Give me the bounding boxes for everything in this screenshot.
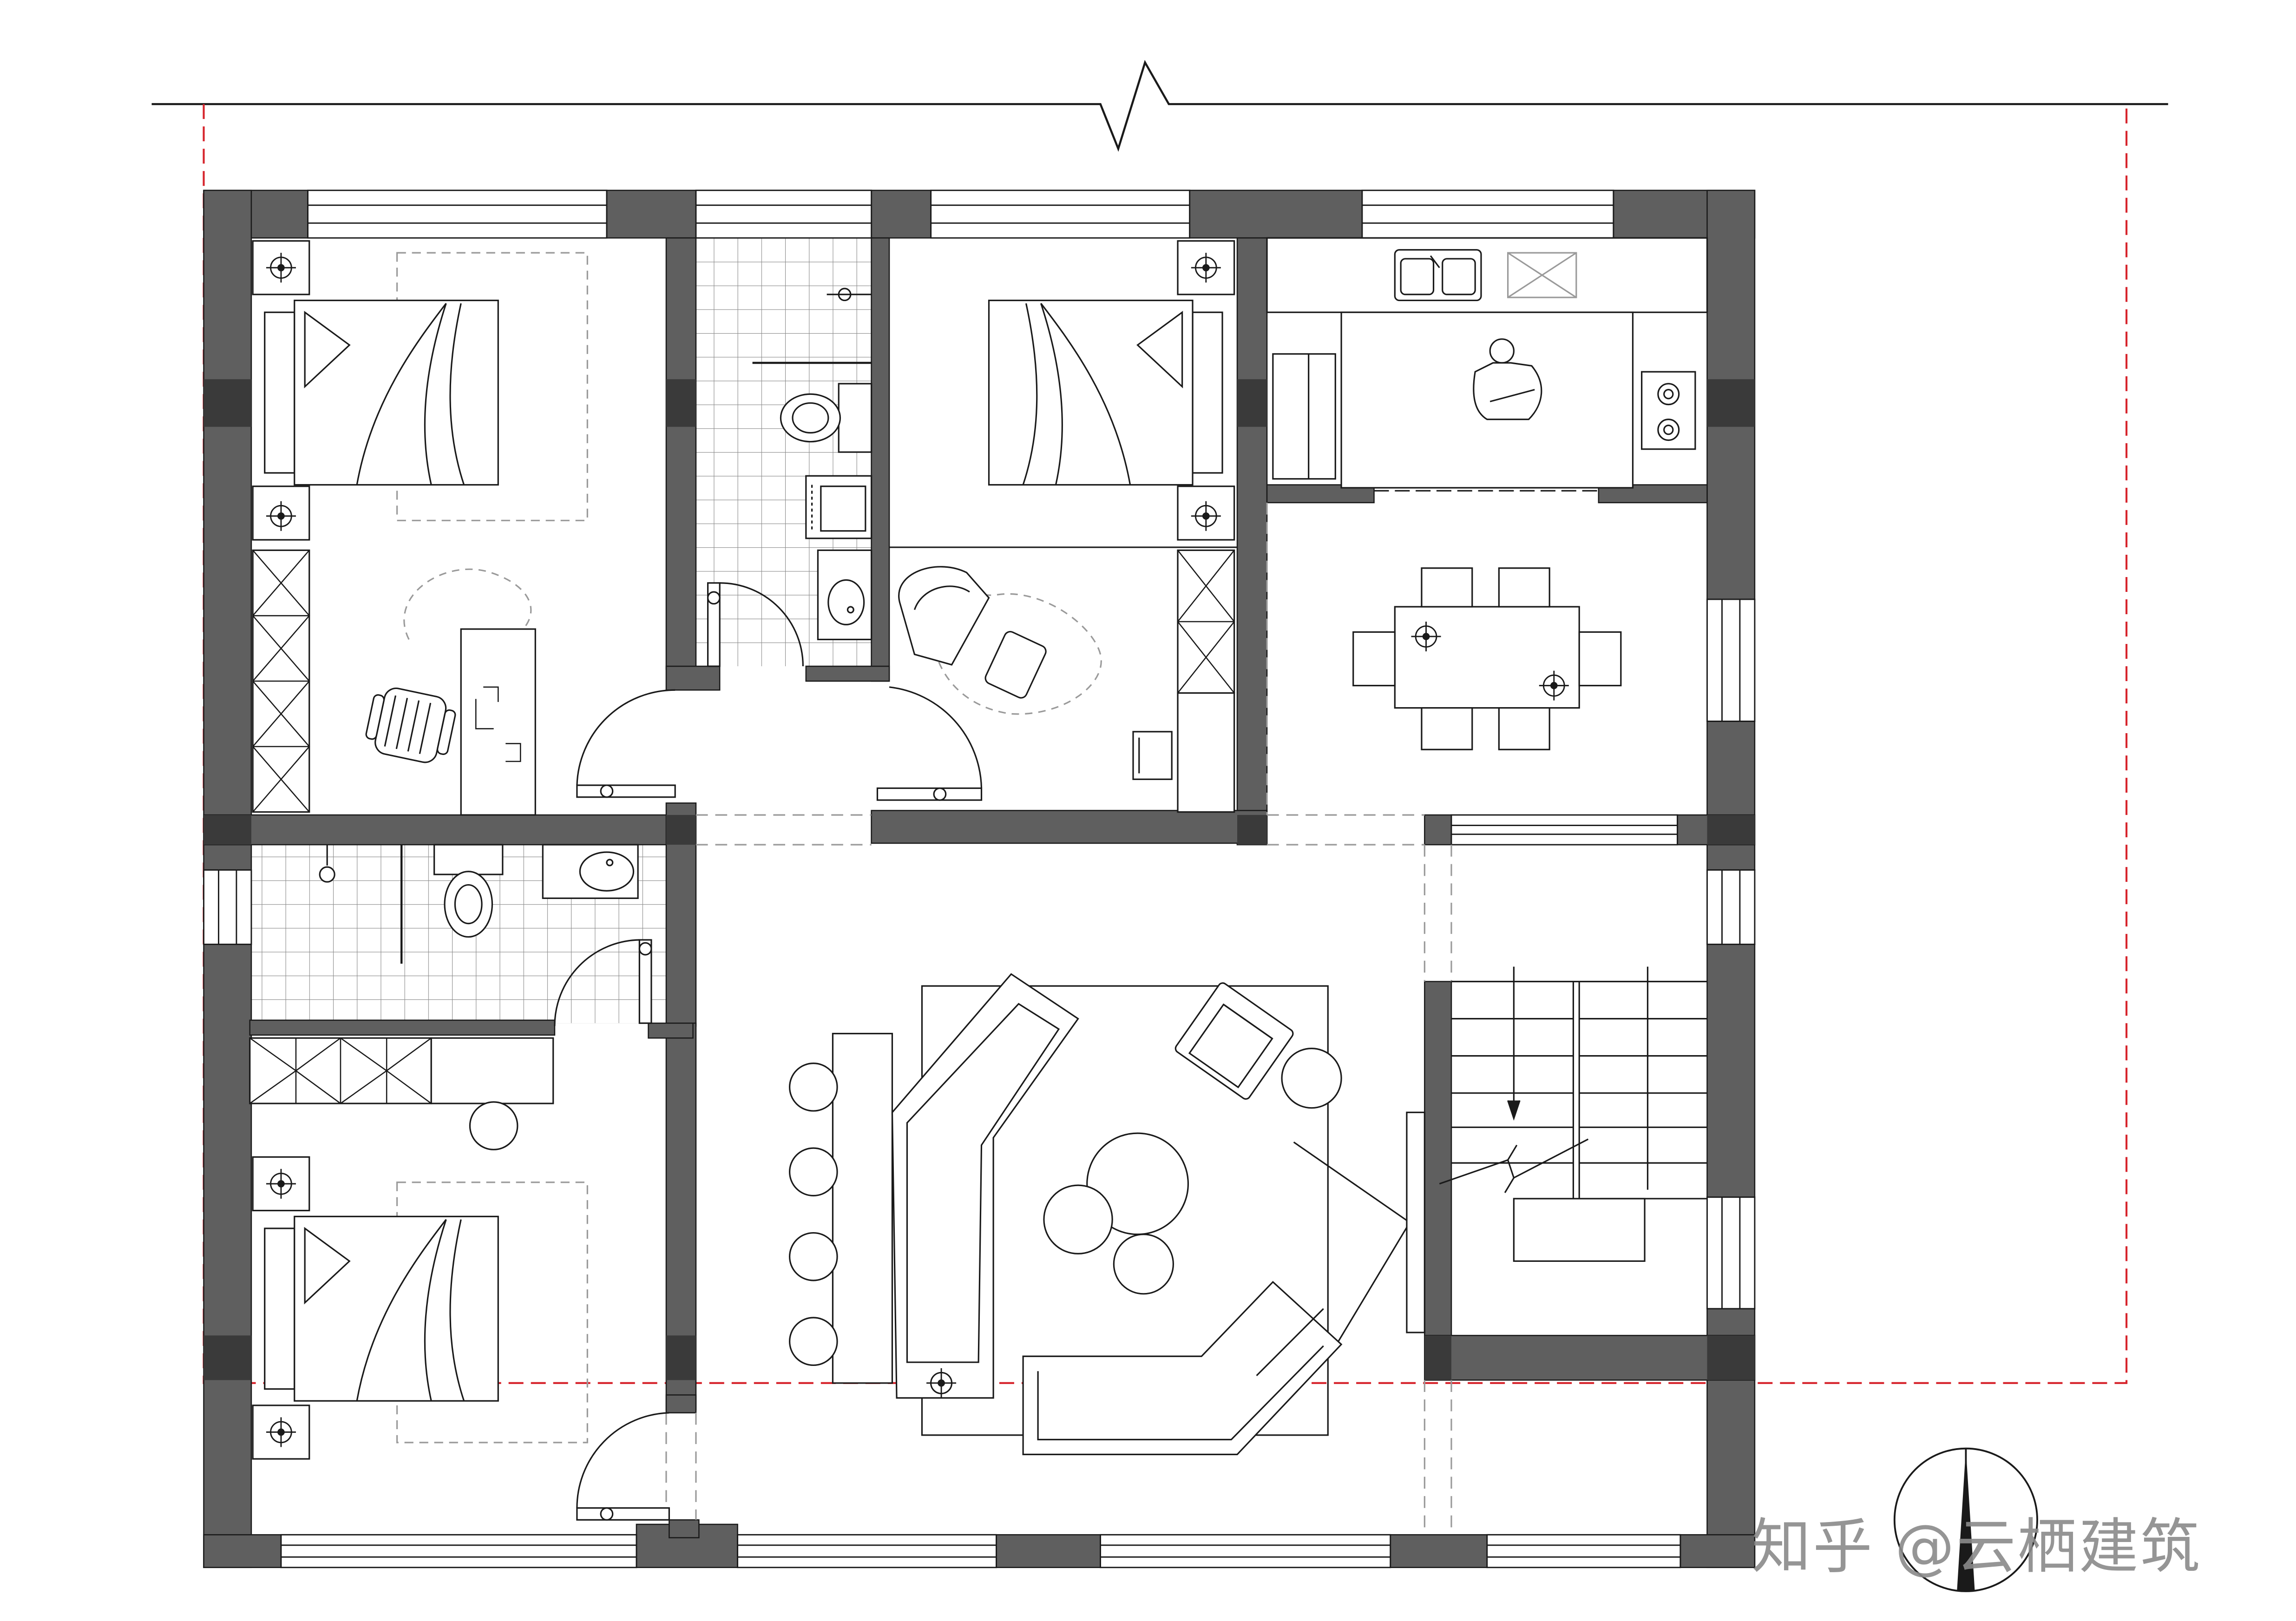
bathroom-sink (817, 549, 872, 640)
ceiling-lights (266, 253, 1569, 1447)
dining (1352, 567, 1622, 750)
living-room (789, 973, 1425, 1456)
toilet (780, 383, 872, 453)
bedroom-1 (252, 240, 588, 816)
coffee-table (1113, 1234, 1174, 1295)
columns (203, 379, 1755, 1380)
toilet (433, 844, 504, 938)
coffee-table (1043, 1184, 1113, 1254)
bar-stool (789, 1147, 838, 1197)
desk-chair (365, 687, 456, 763)
watermark-text: 知乎 @云栖建筑 (1752, 1512, 2202, 1582)
desk-lamp (475, 686, 521, 762)
bath1-door (707, 582, 804, 667)
bed (264, 1215, 499, 1402)
kitchen-sink (1394, 249, 1482, 302)
bed2-door (876, 686, 983, 801)
bathroom-sink (542, 844, 639, 899)
bar-stool (789, 1232, 838, 1281)
stool (469, 1101, 518, 1150)
bathroom-1 (707, 288, 872, 667)
bed3-door (576, 1412, 670, 1521)
vanity (430, 1037, 554, 1104)
stairwell (1439, 966, 1707, 1262)
washing-machine (805, 475, 872, 539)
desk (1177, 692, 1235, 813)
bed (988, 299, 1223, 486)
bar-stool (789, 1317, 838, 1366)
rug-outline (396, 1181, 588, 1444)
dining-chair (1421, 567, 1473, 608)
sofa (891, 973, 1079, 1399)
lounge-chair (898, 566, 990, 666)
dining-chair (1421, 707, 1473, 750)
dining-chair (1578, 631, 1622, 687)
dining-chair (1498, 707, 1550, 750)
ottoman (984, 631, 1047, 699)
counter (1266, 237, 1708, 313)
bed1-door (576, 689, 676, 798)
bar-counter (832, 1033, 893, 1384)
bedroom-2 (876, 240, 1238, 813)
wardrobe-cross (252, 550, 310, 813)
shower-drain (319, 866, 335, 883)
chair-swing (403, 568, 532, 640)
bed (264, 299, 499, 486)
bath2-door (554, 939, 652, 1026)
lounge-sofa (1022, 1280, 1343, 1456)
stove-top (1507, 252, 1577, 298)
armchair (1174, 982, 1294, 1100)
side-table (1281, 1048, 1342, 1109)
windows (203, 190, 1756, 1568)
bar-stool (789, 1063, 838, 1112)
nightstand (252, 240, 310, 295)
fridge (1272, 353, 1336, 480)
desk (460, 628, 536, 816)
break-line (151, 59, 2168, 152)
cooktop (1641, 371, 1696, 450)
nightstand (1177, 240, 1235, 295)
tv-console (1406, 1111, 1425, 1333)
bedroom-3 (249, 1037, 670, 1521)
dining-chair (1498, 567, 1550, 608)
kitchen (1266, 237, 1708, 492)
north-arrow-icon (1893, 1447, 2038, 1592)
chair (1132, 731, 1173, 780)
dining-chair (1352, 631, 1396, 687)
bathroom-2 (319, 844, 652, 1026)
hidden-lines (665, 502, 1452, 1535)
person-figure (1473, 338, 1542, 420)
